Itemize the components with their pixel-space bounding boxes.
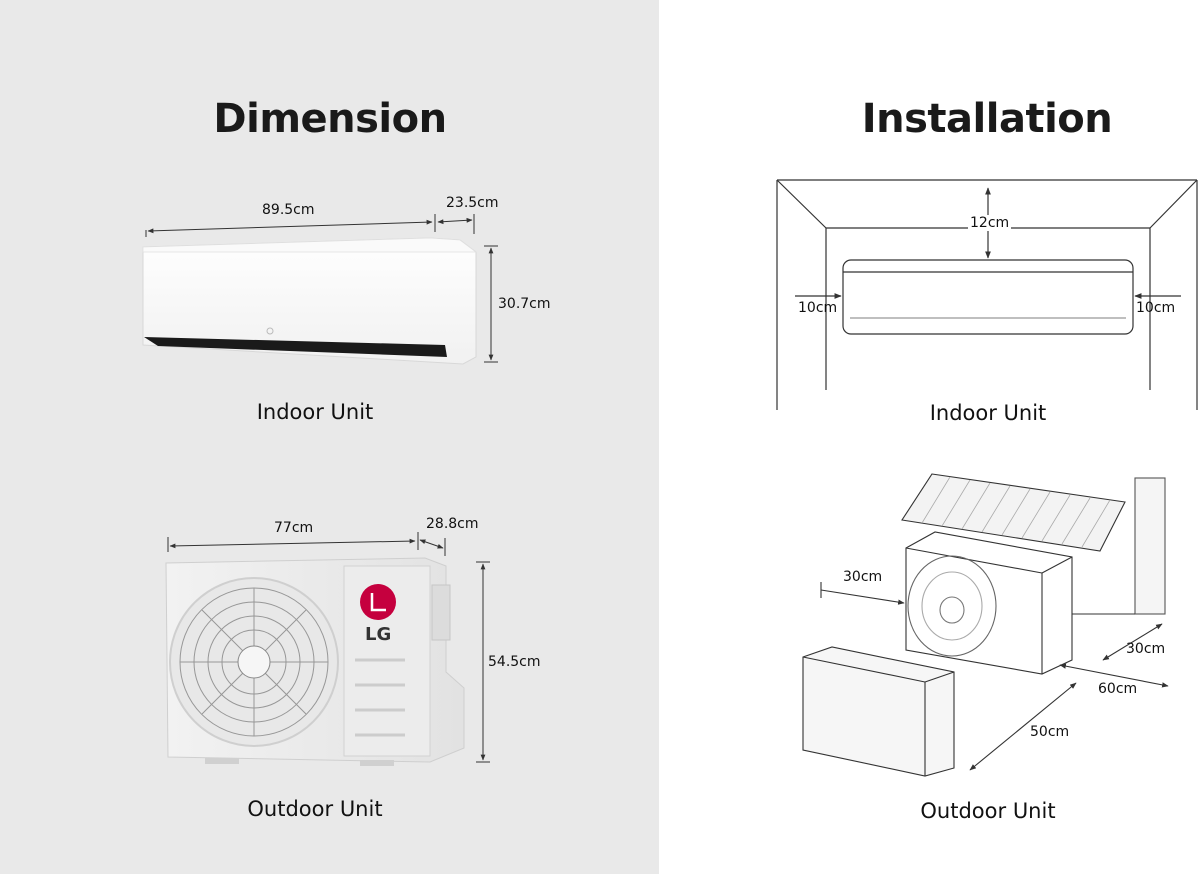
clearance-right-label: 10cm [1136, 300, 1176, 316]
indoor-unit-caption: Indoor Unit [256, 400, 374, 424]
outdoor-height-label: 54.5cm [488, 654, 541, 670]
clearance-front-label: 50cm [1030, 724, 1070, 740]
clearance-side-label: 60cm [1098, 681, 1138, 697]
indoor-dimension-lines [145, 214, 498, 363]
outdoor-unit-image [165, 557, 465, 766]
clearance-back-label: 30cm [1126, 641, 1166, 657]
outdoor-depth-label: 28.8cm [426, 516, 479, 532]
clearance-left-outdoor-label: 30cm [843, 569, 883, 585]
indoor-height-label: 30.7cm [498, 296, 551, 312]
outdoor-width-label: 77cm [274, 520, 314, 536]
outdoor-installation-diagram [802, 473, 1169, 777]
outdoor-dimension-lines [167, 532, 490, 763]
installation-outdoor-caption: Outdoor Unit [920, 799, 1056, 823]
outdoor-unit-caption: Outdoor Unit [247, 797, 383, 821]
clearance-top-label: 12cm [968, 215, 1012, 231]
installation-title: Installation [861, 96, 1113, 142]
indoor-room-diagram [776, 179, 1198, 410]
indoor-depth-label: 23.5cm [446, 195, 499, 211]
installation-indoor-caption: Indoor Unit [929, 401, 1047, 425]
lg-logo-text: LG [365, 624, 392, 645]
dimension-title: Dimension [213, 96, 447, 142]
clearance-left-label: 10cm [798, 300, 838, 316]
indoor-unit-image [142, 237, 478, 365]
indoor-width-label: 89.5cm [262, 202, 315, 218]
lg-logo-icon [360, 584, 396, 620]
